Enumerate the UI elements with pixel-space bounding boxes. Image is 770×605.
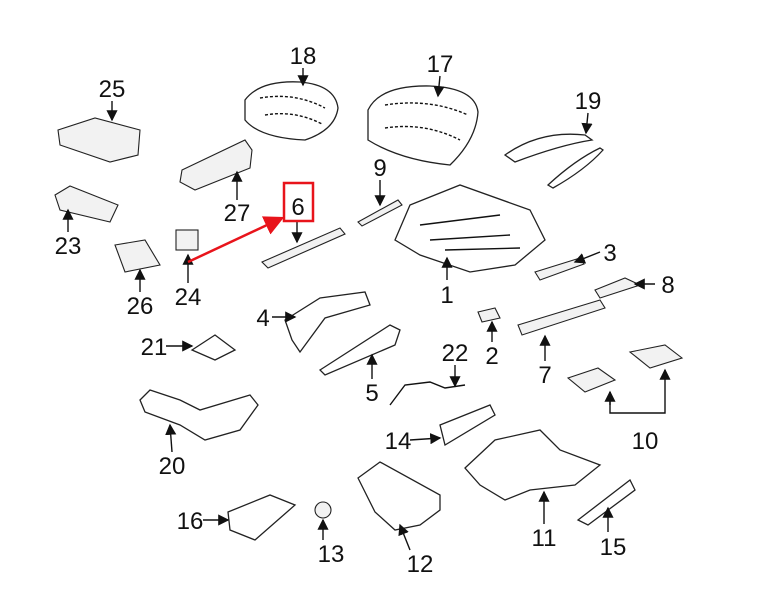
part-5-trim[interactable]: [318, 324, 401, 376]
part-8-cover[interactable]: [594, 277, 642, 299]
label-16: 16: [177, 508, 204, 535]
label-22: 22: [442, 340, 469, 367]
part-26-bracket[interactable]: [114, 239, 161, 273]
part-labels: 18 17 25 19 9 6 27 23 3 8 1 24 26 4 21 2…: [55, 43, 675, 578]
part-22-wire[interactable]: [389, 381, 466, 406]
part-18-seat-cushion[interactable]: [244, 81, 339, 141]
part-20-side-panel[interactable]: [139, 389, 259, 441]
part-23-module[interactable]: [54, 185, 119, 223]
part-17-seat-cushion[interactable]: [367, 85, 479, 166]
label-14: 14: [385, 428, 412, 455]
label-7: 7: [538, 362, 551, 389]
part-15-trim[interactable]: [576, 479, 636, 526]
label-18: 18: [290, 43, 317, 70]
part-6-trim[interactable]: [261, 227, 346, 269]
part-21-bracket[interactable]: [190, 334, 237, 361]
label-19: 19: [575, 88, 602, 115]
label-9: 9: [373, 155, 386, 182]
highlight-box-part-6: [282, 181, 315, 223]
part-4-side-shield[interactable]: [284, 291, 371, 354]
label-21: 21: [141, 334, 168, 361]
part-10-brackets[interactable]: [566, 344, 684, 393]
label-1: 1: [440, 282, 453, 309]
part-2-clip[interactable]: [477, 307, 501, 323]
label-15: 15: [600, 534, 627, 561]
label-13: 13: [318, 541, 345, 568]
label-8: 8: [661, 272, 674, 299]
part-12-panel[interactable]: [357, 461, 441, 531]
leader-lines: [62, 68, 671, 551]
part-13-cap[interactable]: [314, 501, 332, 519]
label-12: 12: [407, 551, 434, 578]
label-4: 4: [256, 305, 269, 332]
label-27: 27: [224, 200, 251, 227]
part-9-rail[interactable]: [357, 199, 403, 227]
label-20: 20: [159, 453, 186, 480]
label-10: 10: [632, 428, 659, 455]
part-11-frame[interactable]: [464, 429, 602, 501]
label-3: 3: [603, 240, 616, 267]
part-25-bracket[interactable]: [57, 117, 141, 163]
label-25: 25: [99, 76, 126, 103]
highlight-arrow: [187, 216, 285, 264]
label-26: 26: [127, 293, 154, 320]
label-6: 6: [291, 194, 304, 221]
part-7-rail[interactable]: [517, 299, 606, 336]
part-19-wire-frame[interactable]: [503, 133, 604, 189]
part-1-seat-frame[interactable]: [394, 184, 546, 273]
part-14-trim[interactable]: [439, 404, 496, 447]
label-23: 23: [55, 233, 82, 260]
label-17: 17: [427, 51, 454, 78]
label-24: 24: [175, 284, 202, 311]
label-2: 2: [485, 343, 498, 370]
part-16-tray[interactable]: [227, 494, 297, 541]
part-24-connector[interactable]: [175, 229, 199, 251]
part-27-switch[interactable]: [179, 139, 253, 191]
label-5: 5: [365, 380, 378, 407]
label-11: 11: [532, 525, 557, 552]
part-3-rail-cover[interactable]: [534, 257, 585, 281]
